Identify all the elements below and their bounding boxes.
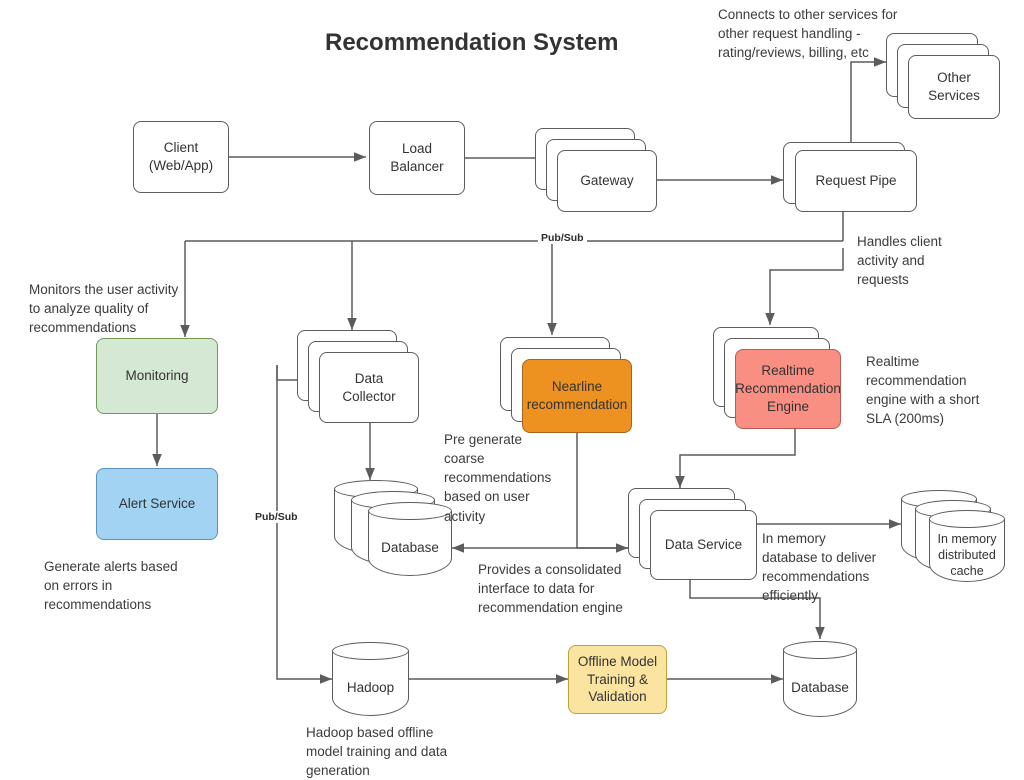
- node-nearline-stack[interactable]: Nearline recommendation: [500, 337, 632, 433]
- memory-cache-label: In memory distributed cache: [937, 531, 997, 579]
- node-data-collector[interactable]: Data Collector: [319, 352, 419, 423]
- node-request-pipe[interactable]: Request Pipe: [795, 150, 917, 212]
- node-other-services[interactable]: Other Services: [908, 55, 1000, 119]
- edge-nearline-to-data-service: [576, 433, 628, 553]
- note-monitoring: Monitors the user activity to analyze qu…: [29, 282, 179, 336]
- node-nearline-recommendation[interactable]: Nearline recommendation: [522, 359, 632, 433]
- node-alert-service[interactable]: Alert Service: [96, 468, 218, 540]
- node-offline-training[interactable]: Offline Model Training & Validation: [568, 645, 667, 714]
- node-client[interactable]: Client (Web/App): [133, 121, 229, 193]
- note-hadoop: Hadoop based offline model training and …: [306, 725, 448, 779]
- edge-request-pipe-to-realtime: [765, 248, 844, 325]
- node-realtime-engine-stack[interactable]: Realtime Recommendation Engine: [713, 327, 841, 429]
- collector-database-label: Database: [381, 540, 439, 556]
- node-data-service-stack[interactable]: Data Service: [628, 488, 757, 580]
- note-data-service: Provides a consolidated interface to dat…: [478, 562, 623, 616]
- edge-label-pubsub-collector: Pub/Sub: [252, 511, 301, 523]
- note-realtime-engine: Realtime recommendation engine with a sh…: [866, 354, 980, 427]
- note-nearline: Pre generate coarse recommendations base…: [444, 432, 552, 524]
- node-offline-database[interactable]: Database: [783, 641, 857, 717]
- node-monitoring[interactable]: Monitoring: [96, 338, 218, 414]
- hadoop-label: Hadoop: [346, 680, 395, 696]
- node-data-service[interactable]: Data Service: [650, 510, 757, 580]
- offline-database-label: Database: [791, 680, 849, 696]
- node-memory-cache[interactable]: In memory distributed cache: [929, 510, 1005, 582]
- node-hadoop[interactable]: Hadoop: [332, 642, 409, 716]
- note-memory-cache: In memory database to deliver recommenda…: [762, 531, 877, 604]
- note-alert-service: Generate alerts based on errors in recom…: [44, 559, 178, 613]
- node-realtime-recommendation-engine[interactable]: Realtime Recommendation Engine: [735, 349, 841, 429]
- node-data-collector-stack[interactable]: Data Collector: [297, 330, 419, 423]
- node-request-pipe-stack[interactable]: Request Pipe: [783, 142, 917, 212]
- node-collector-database[interactable]: Database: [368, 502, 452, 576]
- node-memory-cache-stack[interactable]: In memory distributed cache: [901, 490, 1005, 582]
- page-title: Recommendation System: [325, 29, 619, 56]
- edge-label-pubsub-bus: Pub/Sub: [538, 232, 587, 244]
- edge-realtime-to-data-service: [675, 429, 796, 488]
- node-collector-database-stack[interactable]: Database: [334, 480, 452, 576]
- node-other-services-stack[interactable]: Other Services: [886, 33, 1000, 119]
- note-other-services: Connects to other services for other req…: [718, 7, 898, 61]
- note-request-pipe: Handles client activity and requests: [857, 234, 942, 288]
- node-load-balancer[interactable]: Load Balancer: [369, 121, 465, 195]
- node-gateway-stack[interactable]: Gateway: [535, 128, 657, 212]
- edge-request-pipe-to-other-services: [850, 57, 886, 152]
- node-gateway[interactable]: Gateway: [557, 150, 657, 212]
